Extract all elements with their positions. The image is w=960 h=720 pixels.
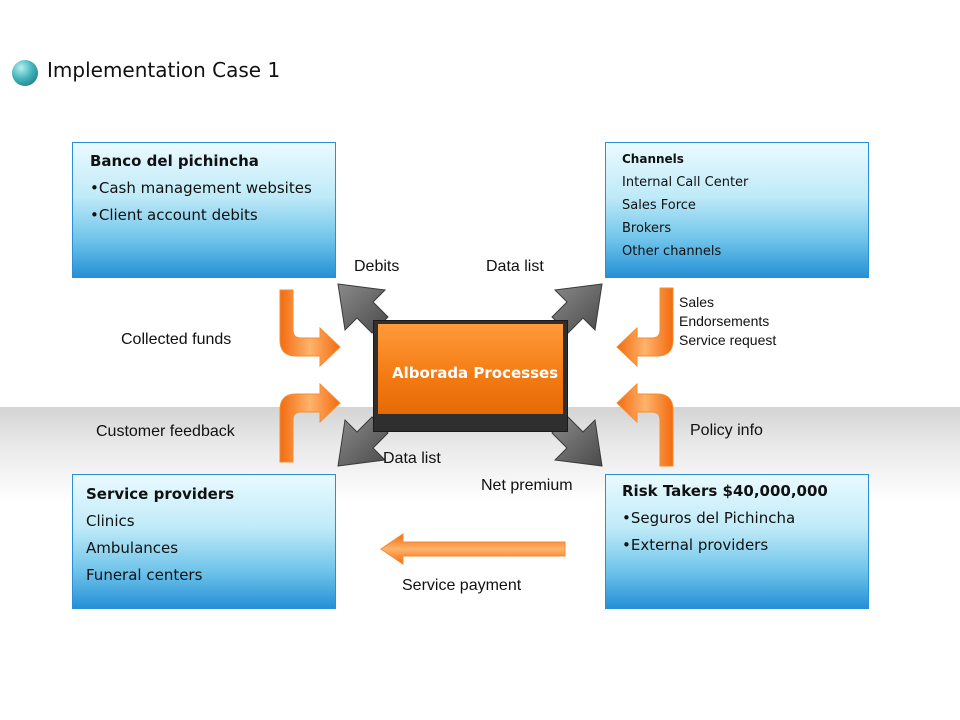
bank-item-account-debits: •Client account debits bbox=[90, 206, 258, 224]
label-customer-feedback: Customer feedback bbox=[96, 423, 235, 440]
bank-item-cash-management: •Cash management websites bbox=[90, 179, 312, 197]
label-endorsements: Endorsements bbox=[679, 313, 770, 329]
center-process-box: Alborada Processes bbox=[373, 320, 568, 432]
risk-item-external: •External providers bbox=[622, 536, 769, 554]
label-data-list-bottom: Data list bbox=[383, 450, 441, 467]
risk-item-seguros: •Seguros del Pichincha bbox=[622, 509, 796, 527]
label-collected-funds: Collected funds bbox=[121, 331, 232, 348]
channels-item-brokers: Brokers bbox=[622, 221, 672, 236]
collected-funds-arrow-icon bbox=[279, 289, 341, 368]
channels-box: Channels Internal Call Center Sales Forc… bbox=[605, 142, 869, 278]
bank-box: Banco del pichincha •Cash management web… bbox=[72, 142, 336, 278]
providers-item-clinics: Clinics bbox=[86, 512, 135, 530]
channels-item-call-center: Internal Call Center bbox=[622, 175, 749, 190]
policy-info-arrow-icon bbox=[616, 382, 674, 467]
center-process-face: Alborada Processes bbox=[378, 324, 563, 414]
providers-box: Service providers Clinics Ambulances Fun… bbox=[72, 474, 336, 609]
channels-item-other: Other channels bbox=[622, 244, 722, 259]
providers-heading: Service providers bbox=[86, 485, 235, 503]
channels-heading: Channels bbox=[622, 152, 684, 166]
channel-inputs-arrow-icon bbox=[616, 287, 674, 368]
customer-feedback-arrow-icon bbox=[279, 382, 341, 463]
service-payment-arrow-icon bbox=[380, 533, 566, 565]
providers-item-funeral: Funeral centers bbox=[86, 566, 203, 584]
label-net-premium: Net premium bbox=[481, 477, 573, 494]
providers-item-ambulances: Ambulances bbox=[86, 539, 179, 557]
channels-item-sales-force: Sales Force bbox=[622, 198, 696, 213]
center-process-label: Alborada Processes bbox=[392, 364, 559, 382]
bank-heading: Banco del pichincha bbox=[90, 152, 259, 170]
page-title: Implementation Case 1 bbox=[47, 58, 281, 82]
label-service-payment: Service payment bbox=[402, 577, 522, 594]
label-service-request: Service request bbox=[679, 332, 777, 348]
label-debits: Debits bbox=[354, 258, 400, 275]
title-bullet-icon bbox=[12, 60, 38, 86]
label-policy-info: Policy info bbox=[690, 422, 763, 439]
label-data-list-top: Data list bbox=[486, 258, 544, 275]
risk-heading: Risk Takers $40,000,000 bbox=[622, 482, 828, 500]
label-sales: Sales bbox=[679, 294, 715, 310]
risk-box: Risk Takers $40,000,000 •Seguros del Pic… bbox=[605, 474, 869, 609]
